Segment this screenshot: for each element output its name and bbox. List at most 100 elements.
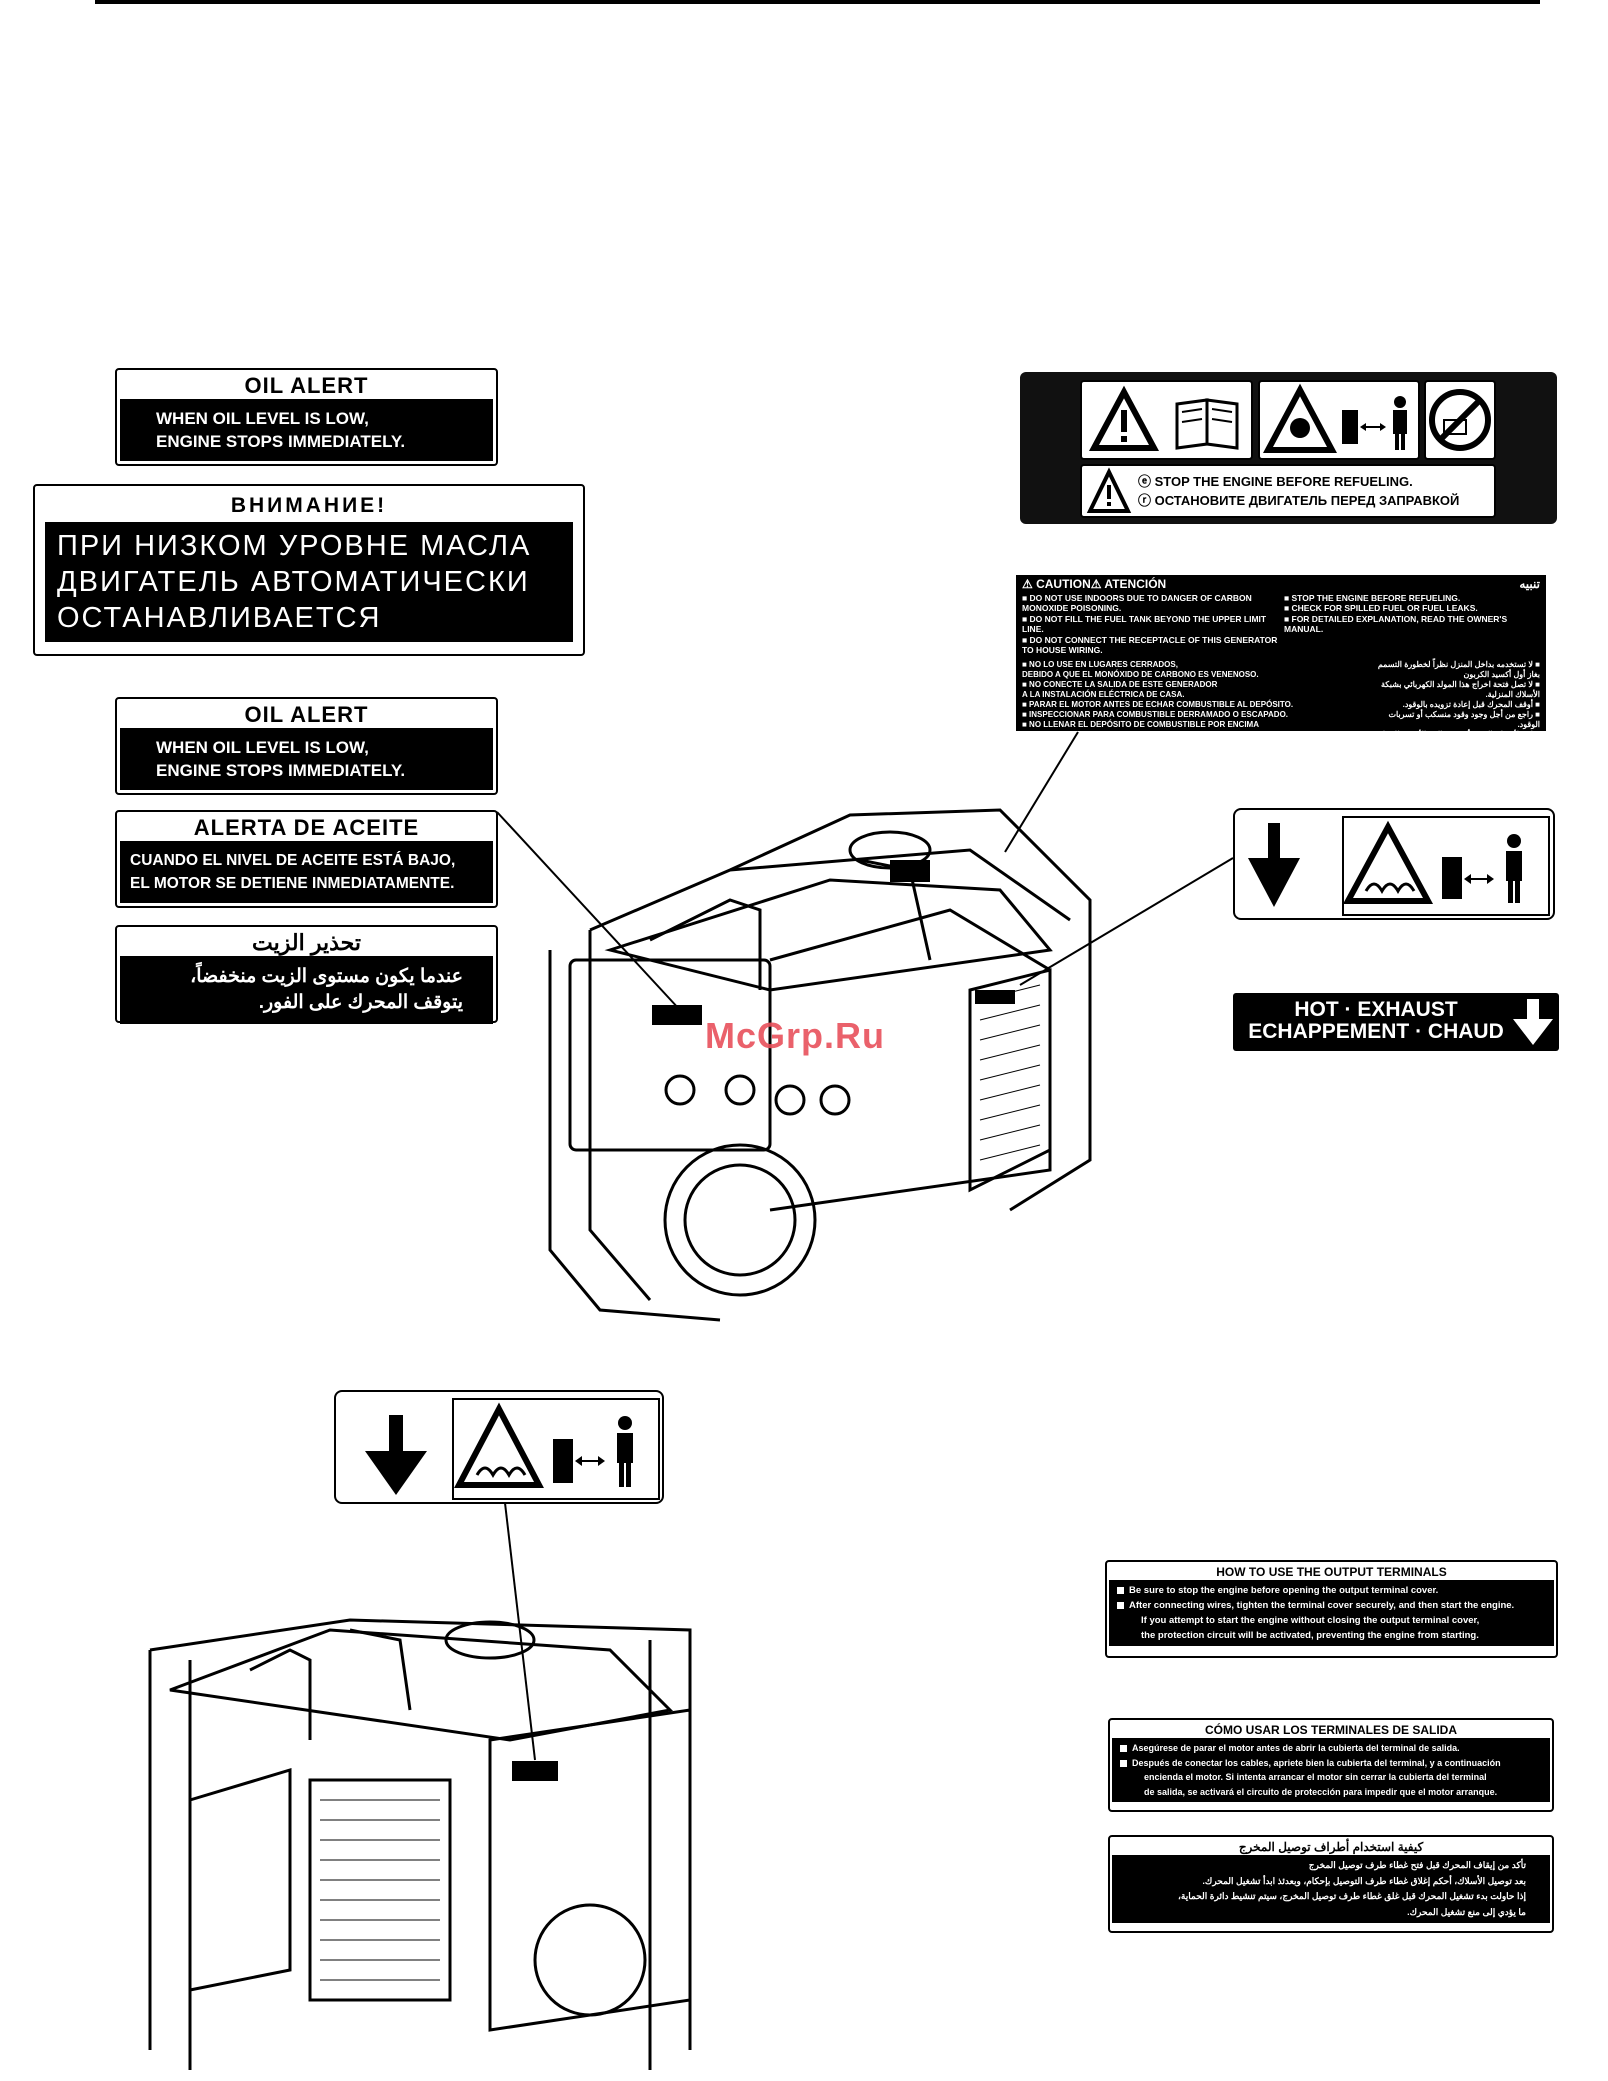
caution-en-left-3: ■ DO NOT CONNECT THE RECEPTACLE OF THIS … (1022, 634, 1278, 656)
warning-triangle-icon (1088, 385, 1239, 451)
down-arrow-icon (365, 1415, 427, 1495)
terminals-es-l2: Después de conectar los cables, apriete … (1132, 1757, 1501, 1768)
fire-distance-icon-box (1258, 380, 1420, 460)
terminals-es-l3: encienda el motor. Si intenta arrancar e… (1144, 1772, 1487, 1782)
output-terminals-label-en: HOW TO USE THE OUTPUT TERMINALS Be sure … (1105, 1560, 1558, 1658)
fire-hazard-icon (1263, 383, 1407, 453)
oil-alert-es-body: CUANDO EL NIVEL DE ACEITE ESTÁ BAJO, EL … (120, 841, 493, 903)
caution-es-2: DEBIDO A QUE EL MONÓXIDO DE CARBONO ES V… (1022, 669, 1259, 679)
hot-surface-label-bottom (334, 1390, 664, 1504)
terminals-en-l4: the protection circuit will be activated… (1141, 1630, 1479, 1641)
hot-exhaust-line1: HOT · EXHAUST (1294, 998, 1458, 1021)
caution-ar-3: ■ أوقف المحرك قبل إعادة تزويده بالوقود. (1402, 699, 1540, 709)
hot-surface-icon (454, 1402, 544, 1488)
generator-illustration-bottom (148, 1618, 692, 2070)
caution-ar-1: ■ لا تستخدمه بداخل المنزل نظراً لخطورة ا… (1377, 659, 1540, 679)
no-fire-icon (1429, 389, 1491, 451)
caution-en-left-1: ■ DO NOT USE INDOORS DUE TO DANGER OF CA… (1022, 592, 1252, 614)
terminals-ar-title: كيفية استخدام أطراف توصيل المخرج (1238, 1840, 1424, 1854)
terminals-en-l3: If you attempt to start the engine witho… (1141, 1615, 1480, 1626)
oil-alert-line2: ENGINE STOPS IMMEDIATELY. (156, 761, 406, 780)
terminals-es-l4: de salida, se activará el circuito de pr… (1144, 1786, 1498, 1797)
terminals-ar-l3: إذا حاولت بدء تشغيل المحرك قبل غلق غطاء … (1178, 1891, 1526, 1901)
caution-es-1: ■ NO LO USE EN LUGARES CERRADOS, (1022, 659, 1178, 669)
caution-label: ⚠ CAUTION ⚠ ATENCIÓN تنبيه ■ DO NOT USE … (1016, 575, 1546, 759)
terminals-es-title: CÓMO USAR LOS TERMINALES DE SALIDA (1204, 1723, 1457, 1737)
caution-head-en: ⚠ CAUTION (1022, 577, 1091, 591)
oil-alert-body: WHEN OIL LEVEL IS LOW, ENGINE STOPS IMME… (120, 399, 493, 461)
refuel-text-ru: ⓡ ОСТАНОВИТЕ ДВИГАТЕЛЬ ПЕРЕД ЗАПРАВКОЙ (1138, 493, 1460, 508)
caution-ar-6: ■ للحصول على مزيد من التفاصيل، انظر دليل… (1391, 739, 1540, 759)
oil-alert-ar-body: عندما يكون مستوى الزيت منخفضاً، يتوقف ال… (120, 956, 493, 1024)
person-icon (1506, 834, 1522, 903)
oil-alert-ar-title: تحذير الزيت (252, 930, 361, 955)
caution-en-right-3: ■ FOR DETAILED EXPLANATION, READ THE OWN… (1284, 613, 1508, 635)
top-rule (95, 0, 1540, 4)
caution-en-right-2: ■ CHECK FOR SPILLED FUEL OR FUEL LEAKS. (1284, 603, 1478, 613)
down-arrow-icon (1513, 999, 1553, 1045)
refuel-warning-panel: ⓔ STOP THE ENGINE BEFORE REFUELING. ⓡ ОС… (1020, 372, 1557, 524)
oil-alert-line1: WHEN OIL LEVEL IS LOW, (156, 409, 369, 428)
oil-alert-title: OIL ALERT (244, 373, 369, 398)
caution-en-right-1: ■ STOP THE ENGINE BEFORE REFUELING. (1284, 592, 1461, 603)
caution-es-ar-row: ■ NO LO USE EN LUGARES CERRADOS, DEBIDO … (1022, 660, 1540, 760)
caution-ar-4: ■ راجع من أجل وجود وقود منسكب أو تسربات … (1388, 709, 1540, 729)
oil-alert-label-en-top: OIL ALERT WHEN OIL LEVEL IS LOW, ENGINE … (115, 368, 498, 466)
caution-es-3: ■ NO CONECTE LA SALIDA DE ESTE GENERADOR (1022, 679, 1218, 689)
person-icon (617, 1416, 633, 1487)
warning-manual-icon-box (1080, 380, 1253, 460)
hot-surface-label-right (1233, 808, 1555, 920)
oil-alert-label-ar: تحذير الزيت عندما يكون مستوى الزيت منخفض… (115, 925, 498, 1024)
caution-es-8: DE LA MARCA LIMITE SUPERIOR. (1022, 729, 1153, 739)
oil-alert-label-ru: ВНИМАНИЕ! ПРИ НИЗКОМ УРОВНЕ МАСЛА ДВИГАТ… (33, 484, 585, 656)
oil-alert-body: WHEN OIL LEVEL IS LOW, ENGINE STOPS IMME… (120, 728, 493, 790)
caution-es-7: ■ NO LLENAR EL DEPÓSITO DE COMBUSTIBLE P… (1022, 719, 1259, 729)
oil-alert-ru-title: ВНИМАНИЕ! (230, 494, 388, 517)
oil-alert-es-title: ALERTA DE ACEITE (193, 815, 420, 840)
refuel-text-en: ⓔ STOP THE ENGINE BEFORE REFUELING. (1138, 474, 1413, 489)
caution-es-5: ■ PARAR EL MOTOR ANTES DE ECHAR COMBUSTI… (1022, 699, 1294, 709)
terminals-es-l1: Asegúrese de parar el motor antes de abr… (1132, 1743, 1460, 1753)
warning-triangle-icon (1086, 467, 1132, 513)
oil-alert-ru-body: ПРИ НИЗКОМ УРОВНЕ МАСЛА ДВИГАТЕЛЬ АВТОМА… (45, 522, 573, 642)
watermark-text: McGrp.Ru (705, 1015, 886, 1056)
terminals-ar-l1: تأكد من إيقاف المحرك قبل فتح غطاء طرف تو… (1308, 1860, 1526, 1870)
terminals-ar-l2: بعد توصيل الأسلاك، أحكم إغلاق غطاء طرف ا… (1202, 1875, 1526, 1886)
down-arrow-icon (1248, 823, 1300, 907)
terminals-en-l1: Be sure to stop the engine before openin… (1129, 1585, 1439, 1596)
caution-ar-5: ■ لا تملأ خزان الوقود أكثر من الحد الأقص… (1376, 729, 1540, 739)
refuel-text-box: ⓔ STOP THE ENGINE BEFORE REFUELING. ⓡ ОС… (1080, 464, 1496, 518)
caution-head-es: ⚠ ATENCIÓN (1090, 577, 1167, 591)
terminals-en-title: HOW TO USE THE OUTPUT TERMINALS (1216, 1565, 1447, 1579)
caution-es-4: A LA INSTALACIÓN ELÉCTRICA DE CASA. (1022, 689, 1185, 699)
caution-en-left-2: ■ DO NOT FILL THE FUEL TANK BEYOND THE U… (1022, 613, 1267, 635)
oil-alert-ru-line1: ПРИ НИЗКОМ УРОВНЕ МАСЛА (57, 530, 532, 562)
oil-alert-ar-line1: عندما يكون مستوى الزيت منخفضاً، (190, 966, 463, 987)
no-open-flame-icon-box (1424, 380, 1496, 460)
caution-en-row: ■ DO NOT USE INDOORS DUE TO DANGER OF CA… (1022, 593, 1540, 656)
output-terminals-label-ar: كيفية استخدام أطراف توصيل المخرج تأكد من… (1108, 1835, 1554, 1933)
oil-alert-label-en: OIL ALERT WHEN OIL LEVEL IS LOW, ENGINE … (115, 697, 498, 795)
oil-alert-label-es: ALERTA DE ACEITE CUANDO EL NIVEL DE ACEI… (115, 810, 498, 908)
hot-surface-icon (1342, 820, 1434, 904)
oil-alert-title: OIL ALERT (244, 702, 369, 727)
caution-es-9: ■ CONSULTE EL MANUAL DEL PROPIETARIO PAR… (1022, 739, 1365, 749)
generator-illustration-top (548, 808, 1092, 1322)
caution-es-6: ■ INSPECCIONAR PARA COMBUSTIBLE DERRAMAD… (1022, 709, 1289, 719)
oil-alert-ar-line2: يتوقف المحرك على الفور. (258, 992, 463, 1013)
oil-alert-line2: ENGINE STOPS IMMEDIATELY. (156, 432, 406, 451)
oil-alert-line1: WHEN OIL LEVEL IS LOW, (156, 738, 369, 757)
oil-alert-es-line1: CUANDO EL NIVEL DE ACEITE ESTÁ BAJO, (130, 852, 456, 869)
caution-header: ⚠ CAUTION ⚠ ATENCIÓN تنبيه (1022, 577, 1540, 591)
oil-alert-es-line2: EL MOTOR SE DETIENE INMEDIATAMENTE. (130, 875, 455, 892)
book-icon (1175, 398, 1239, 450)
hot-exhaust-label: HOT · EXHAUST ECHAPPEMENT · CHAUD (1233, 993, 1559, 1051)
terminals-ar-l4: ما يؤدي إلى منع تشغيل المحرك. (1407, 1906, 1526, 1917)
caution-head-ar: تنبيه (1519, 577, 1540, 591)
oil-alert-ru-line2: ДВИГАТЕЛЬ АВТОМАТИЧЕСКИ (57, 566, 530, 598)
caution-ar-2: ■ لا تصل فتحة اخراج هذا المولد الكهربائي… (1381, 679, 1540, 699)
terminals-en-l2: After connecting wires, tighten the term… (1129, 1600, 1515, 1611)
output-terminals-label-es: CÓMO USAR LOS TERMINALES DE SALIDA Asegú… (1108, 1718, 1554, 1812)
hot-exhaust-line2: ECHAPPEMENT · CHAUD (1248, 1020, 1504, 1043)
